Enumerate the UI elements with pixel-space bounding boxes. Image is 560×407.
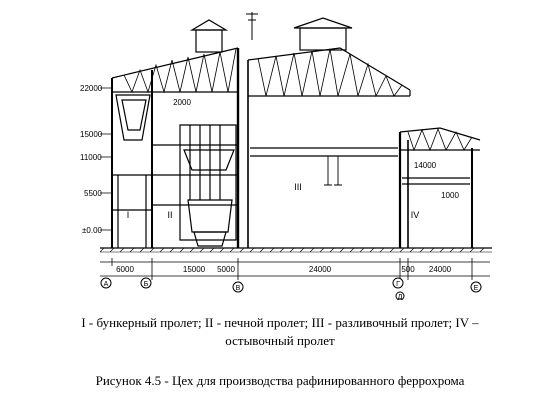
elevation-11000: 11000 [80, 153, 102, 162]
axis-marker-b [140, 277, 152, 289]
ground-hatch [99, 247, 492, 253]
bay-i-outline [112, 174, 152, 248]
bay-ii-floors [152, 144, 238, 206]
axis-marker-e [470, 281, 482, 293]
bay-label-iv: IV [411, 210, 420, 220]
dimension-ticks [111, 258, 473, 280]
axis-marker-g [392, 277, 404, 289]
roof-truss-right [247, 47, 411, 97]
ladle [193, 231, 227, 247]
axis-marker-a [100, 277, 112, 289]
span-6000: 6000 [116, 265, 134, 274]
span-500: 500 [401, 265, 415, 274]
roof-truss-left [111, 47, 239, 93]
axis-label-d: Д [398, 294, 403, 300]
lantern-right-cap [293, 17, 353, 29]
axis-label-b: Б [144, 281, 149, 288]
furnace-electrodes [189, 125, 221, 200]
roof-truss-left-web [123, 48, 237, 94]
lantern-left [195, 29, 223, 53]
span-5000: 5000 [217, 265, 235, 274]
elevation-15000: 15000 [80, 130, 103, 139]
bunker-hopper [115, 94, 151, 141]
roof-truss-right-web [257, 48, 403, 98]
bunker-hopper-2 [121, 99, 147, 131]
roof-vent [246, 12, 258, 40]
furnace-body [187, 199, 233, 233]
inner-dim-2000: 2000 [173, 98, 191, 107]
roof-truss-bay-iv [399, 127, 481, 151]
roof-truss-bay-iv-web [407, 127, 473, 152]
lantern-right [299, 27, 347, 51]
crane-girder [250, 147, 398, 157]
elevation-5500: 5500 [84, 189, 102, 198]
axis-label-g: Г [396, 281, 400, 288]
elevation-22000: 22000 [80, 84, 103, 93]
span-24000-bay-iv: 24000 [429, 265, 452, 274]
span-15000: 15000 [183, 265, 206, 274]
lantern-left-cap [189, 19, 229, 31]
furnace-frame [179, 124, 237, 241]
axis-label-e: Е [474, 285, 479, 292]
inner-dim-1000: 1000 [441, 191, 459, 200]
axis-label-a: А [104, 281, 109, 288]
furnace-shop-section-drawing: А Б В Г Д Е 22000 15000 11000 5500 ±0.00… [80, 12, 492, 300]
bay-label-ii: II [167, 210, 172, 220]
legend-line-1: I - бункерный пролет; II - печной пролет… [81, 315, 479, 330]
axis-marker-v [232, 281, 244, 293]
axis-marker-d [395, 291, 405, 300]
inner-dim-14000: 14000 [414, 161, 437, 170]
elevation-ticks [100, 87, 112, 231]
furnace-hood [183, 149, 235, 171]
bay-label-i: I [127, 210, 130, 220]
bay-label-iii: III [294, 182, 302, 192]
dimension-line [100, 261, 490, 277]
figure-caption: Рисунок 4.5 - Цех для производства рафин… [95, 373, 465, 388]
crane-hooks [324, 156, 342, 186]
legend-line-2: остывочный пролет [225, 333, 335, 348]
elevation-0: ±0.00 [82, 226, 103, 235]
bay-iv-crane [402, 177, 470, 185]
span-24000-main: 24000 [309, 265, 332, 274]
axis-label-v: В [236, 285, 241, 292]
